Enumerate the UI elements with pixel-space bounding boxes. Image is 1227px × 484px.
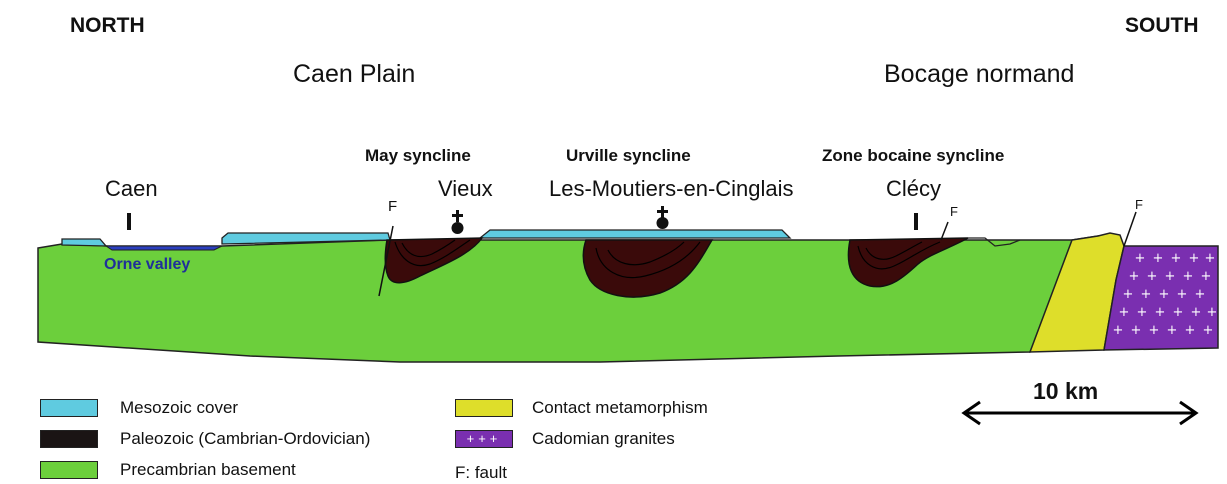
svg-text:+: +	[1201, 269, 1212, 284]
fault-label-clecy: F	[950, 204, 958, 219]
svg-text:+: +	[1165, 269, 1176, 284]
fault-label-granite: F	[1135, 197, 1143, 212]
legend-swatch-mesozoic-cover	[40, 399, 98, 417]
legend-swatch-paleozoic	[40, 430, 98, 448]
legend-label-paleozoic: Paleozoic (Cambrian-Ordovician)	[120, 429, 370, 449]
legend-label-contact-metamorphism: Contact metamorphism	[532, 398, 708, 418]
fault-label-may: F	[388, 198, 397, 215]
svg-text:+: +	[1113, 323, 1124, 338]
svg-text:+: +	[1135, 251, 1146, 266]
svg-text:+: +	[1177, 287, 1188, 302]
svg-text:+: +	[1149, 323, 1160, 338]
orne-river	[106, 246, 222, 250]
svg-text:+: +	[1123, 287, 1134, 302]
svg-text:+: +	[1171, 251, 1182, 266]
scale-bar-label: 10 km	[1033, 378, 1098, 405]
moutiers-site-icon	[657, 206, 669, 229]
legend-label-precambrian: Precambrian basement	[120, 460, 296, 480]
legend-swatch-cadomian-granites: +++	[455, 430, 513, 448]
svg-text:+: +	[1129, 269, 1140, 284]
clecy-marker	[914, 213, 918, 230]
legend-swatch-precambrian	[40, 461, 98, 479]
svg-text:+: +	[1147, 269, 1158, 284]
fault-line-clecy	[941, 222, 948, 240]
svg-text:+: +	[1173, 305, 1184, 320]
mesozoic-cover-left	[62, 239, 106, 246]
svg-text:+: +	[1137, 305, 1148, 320]
svg-text:+: +	[1159, 287, 1170, 302]
fault-line-granite	[1124, 212, 1136, 246]
svg-text:+: +	[1183, 269, 1194, 284]
scale-bar	[964, 402, 1196, 424]
legend-label-cadomian-granites: Cadomian granites	[532, 429, 675, 449]
svg-text:+: +	[1207, 305, 1218, 320]
svg-text:+: +	[1141, 287, 1152, 302]
svg-text:+: +	[1205, 251, 1216, 266]
orne-valley-label: Orne valley	[104, 256, 190, 274]
mesozoic-cover-center	[480, 230, 790, 238]
svg-text:+: +	[1153, 251, 1164, 266]
svg-text:+: +	[1189, 251, 1200, 266]
legend-swatch-contact-metamorphism	[455, 399, 513, 417]
svg-text:+: +	[1119, 305, 1130, 320]
caen-marker	[127, 213, 131, 230]
svg-text:+: +	[1203, 323, 1214, 338]
svg-text:+: +	[1191, 305, 1202, 320]
legend-fault-note: F: fault	[455, 463, 507, 483]
svg-text:+: +	[1185, 323, 1196, 338]
svg-text:+: +	[1155, 305, 1166, 320]
svg-text:+: +	[1167, 323, 1178, 338]
legend-label-mesozoic-cover: Mesozoic cover	[120, 398, 238, 418]
precambrian-basement-shape	[38, 236, 1098, 362]
svg-text:+: +	[1195, 287, 1206, 302]
vieux-site-icon	[452, 210, 464, 234]
svg-text:+: +	[1131, 323, 1142, 338]
